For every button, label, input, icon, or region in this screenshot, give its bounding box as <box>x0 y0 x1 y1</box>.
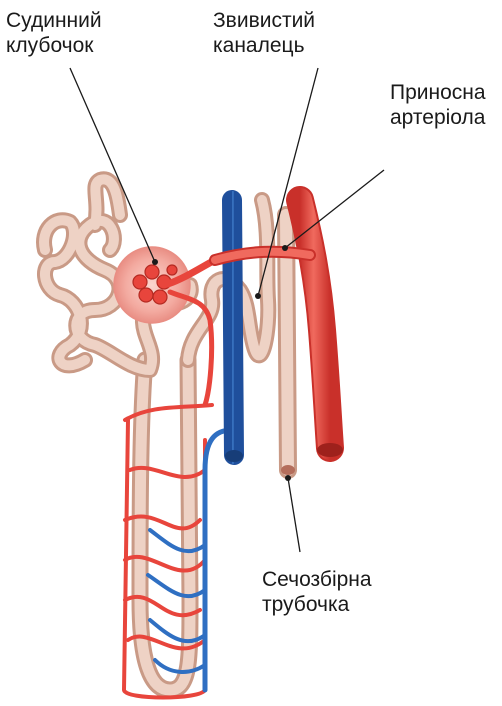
label-convoluted-tubule-line2: каналець <box>213 33 315 58</box>
label-afferent-arteriole-line2: артеріола <box>390 105 486 130</box>
label-convoluted-tubule-line1: Звивистий <box>213 8 315 33</box>
dot-glomerulus <box>152 259 158 265</box>
dot-afferent-arteriole <box>282 245 288 251</box>
label-convoluted-tubule: Звивистий каналець <box>213 8 315 58</box>
leader-line-collecting-duct <box>288 478 300 552</box>
label-collecting-duct-line2: трубочка <box>262 592 372 617</box>
dot-convoluted-tubule <box>255 293 261 299</box>
dot-collecting-duct <box>285 475 291 481</box>
label-afferent-arteriole-line1: Приносна <box>390 80 486 105</box>
label-glomerulus-line1: Судинний <box>6 8 102 33</box>
vein <box>225 200 243 462</box>
label-glomerulus-line2: клубочок <box>6 33 102 58</box>
label-afferent-arteriole: Приносна артеріола <box>390 80 486 130</box>
label-glomerulus: Судинний клубочок <box>6 8 102 58</box>
label-collecting-duct-line1: Сечозбірна <box>262 567 372 592</box>
label-collecting-duct: Сечозбірна трубочка <box>262 567 372 617</box>
